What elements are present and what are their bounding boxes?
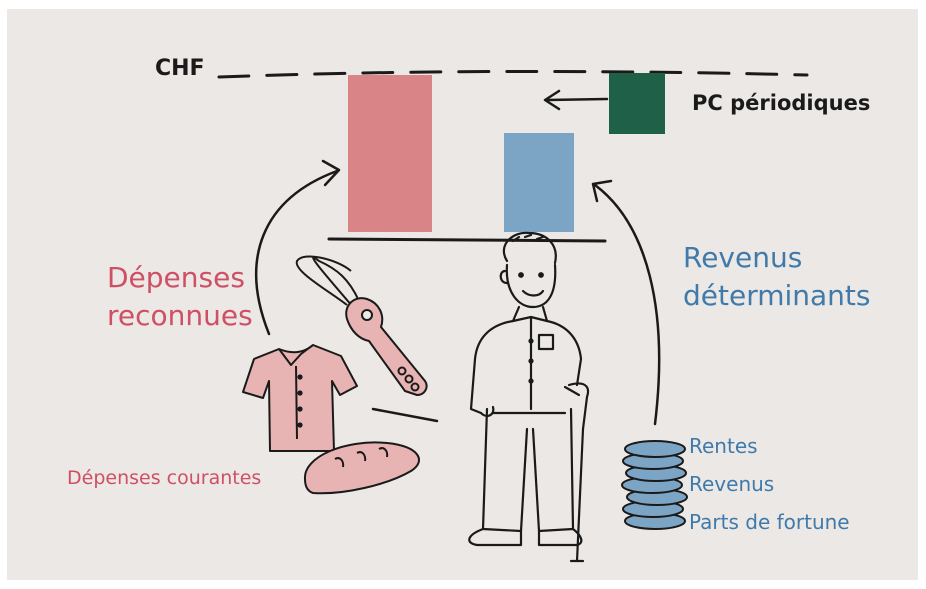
income-source-revenues: Revenus bbox=[689, 472, 775, 496]
pc-block bbox=[609, 73, 665, 134]
bar-baseline bbox=[327, 237, 607, 243]
pc-periodic-label: PC périodiques bbox=[692, 91, 871, 115]
recognized-expenses-title: Dépenses reconnues bbox=[107, 259, 253, 335]
shirt-icon bbox=[242, 344, 358, 452]
motion-dash bbox=[371, 407, 439, 423]
pc-arrow bbox=[543, 89, 609, 111]
chf-axis-label: CHF bbox=[155, 56, 205, 81]
recognized-expenses-line-1: Dépenses bbox=[107, 261, 245, 294]
determining-income-title: Revenus déterminants bbox=[683, 239, 871, 315]
coin-stack-icon bbox=[621, 440, 688, 530]
elderly-person-icon bbox=[468, 231, 590, 563]
expenses-bar bbox=[348, 75, 432, 232]
key-icon bbox=[295, 255, 428, 396]
income-source-wealth-share: Parts de fortune bbox=[689, 510, 850, 534]
income-bar bbox=[504, 133, 574, 232]
pc-calculation-diagram: CHF PC périodiques Dépenses reconnues Re… bbox=[7, 9, 918, 580]
income-arrow bbox=[591, 179, 661, 426]
determining-income-line-2: déterminants bbox=[683, 279, 871, 312]
income-source-pensions: Rentes bbox=[689, 434, 758, 458]
bread-icon bbox=[303, 441, 420, 495]
recognized-expenses-line-2: reconnues bbox=[107, 299, 253, 332]
diagram-artwork bbox=[217, 69, 809, 563]
current-expenses-label: Dépenses courantes bbox=[67, 467, 262, 489]
determining-income-line-1: Revenus bbox=[683, 241, 803, 274]
chf-dashed-line bbox=[217, 69, 809, 79]
income-sources-list: Rentes Revenus Parts de fortune bbox=[689, 427, 850, 541]
expenses-arrow bbox=[255, 159, 341, 336]
